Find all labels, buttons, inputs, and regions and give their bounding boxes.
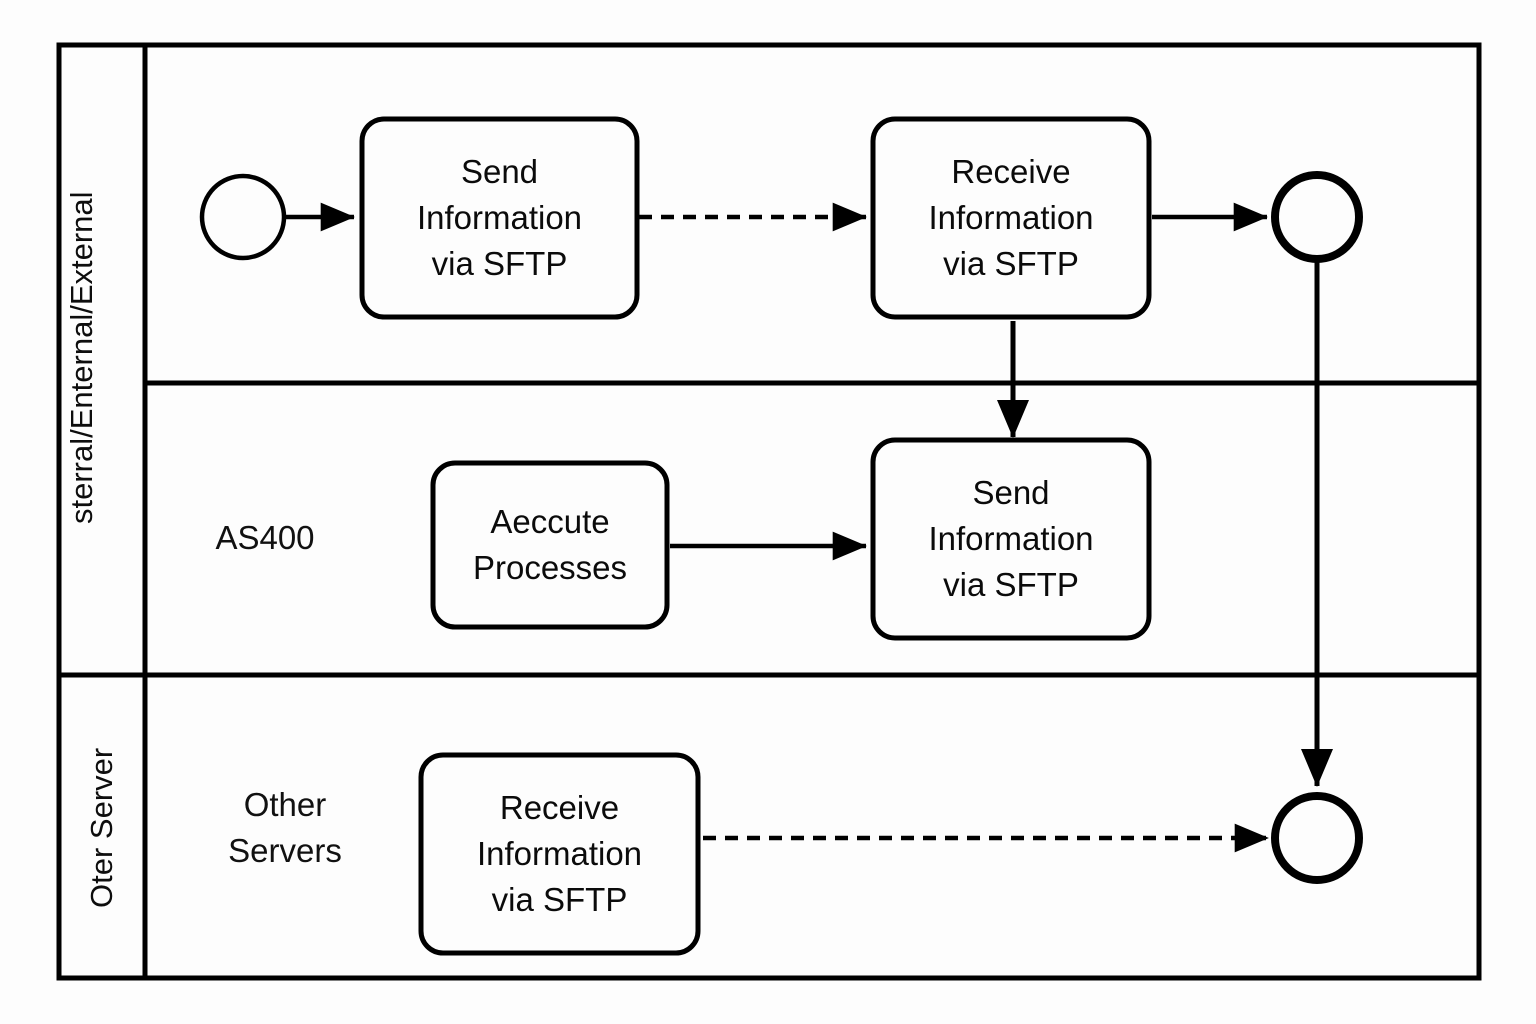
end-event-bottom-circle[interactable] [1271, 792, 1363, 884]
task-receive-bottom-label: Receive Information via SFTP [476, 788, 643, 919]
task-execute-label: Aeccute Processes [472, 502, 628, 586]
pool-outer-border [56, 42, 1482, 981]
pool-header-label-other-servers: Oter Server [84, 747, 119, 908]
end-event-top-circle[interactable] [1271, 171, 1363, 263]
task-receive-top-label: Receive Information via SFTP [928, 152, 1094, 283]
task-receive-bottom-shape[interactable] [418, 752, 701, 956]
pool-frame [56, 42, 1482, 981]
task-send-top-shape[interactable] [359, 116, 640, 320]
lane-label-other-servers: Other Servers [228, 786, 342, 869]
task-send-mid-shape[interactable] [870, 437, 1152, 641]
task-receive-top-shape[interactable] [870, 116, 1152, 320]
start-event-circle[interactable] [199, 173, 287, 261]
connections-layer [286, 202, 1334, 853]
task-send-mid-label: Send Information via SFTP [928, 473, 1094, 604]
pool-header-label-external: sterral/Enternal/External [64, 191, 99, 524]
task-send-top-label: Send Information via SFTP [416, 152, 583, 283]
task-execute-shape[interactable] [430, 460, 670, 630]
lane-label-as400: AS400 [215, 519, 315, 556]
